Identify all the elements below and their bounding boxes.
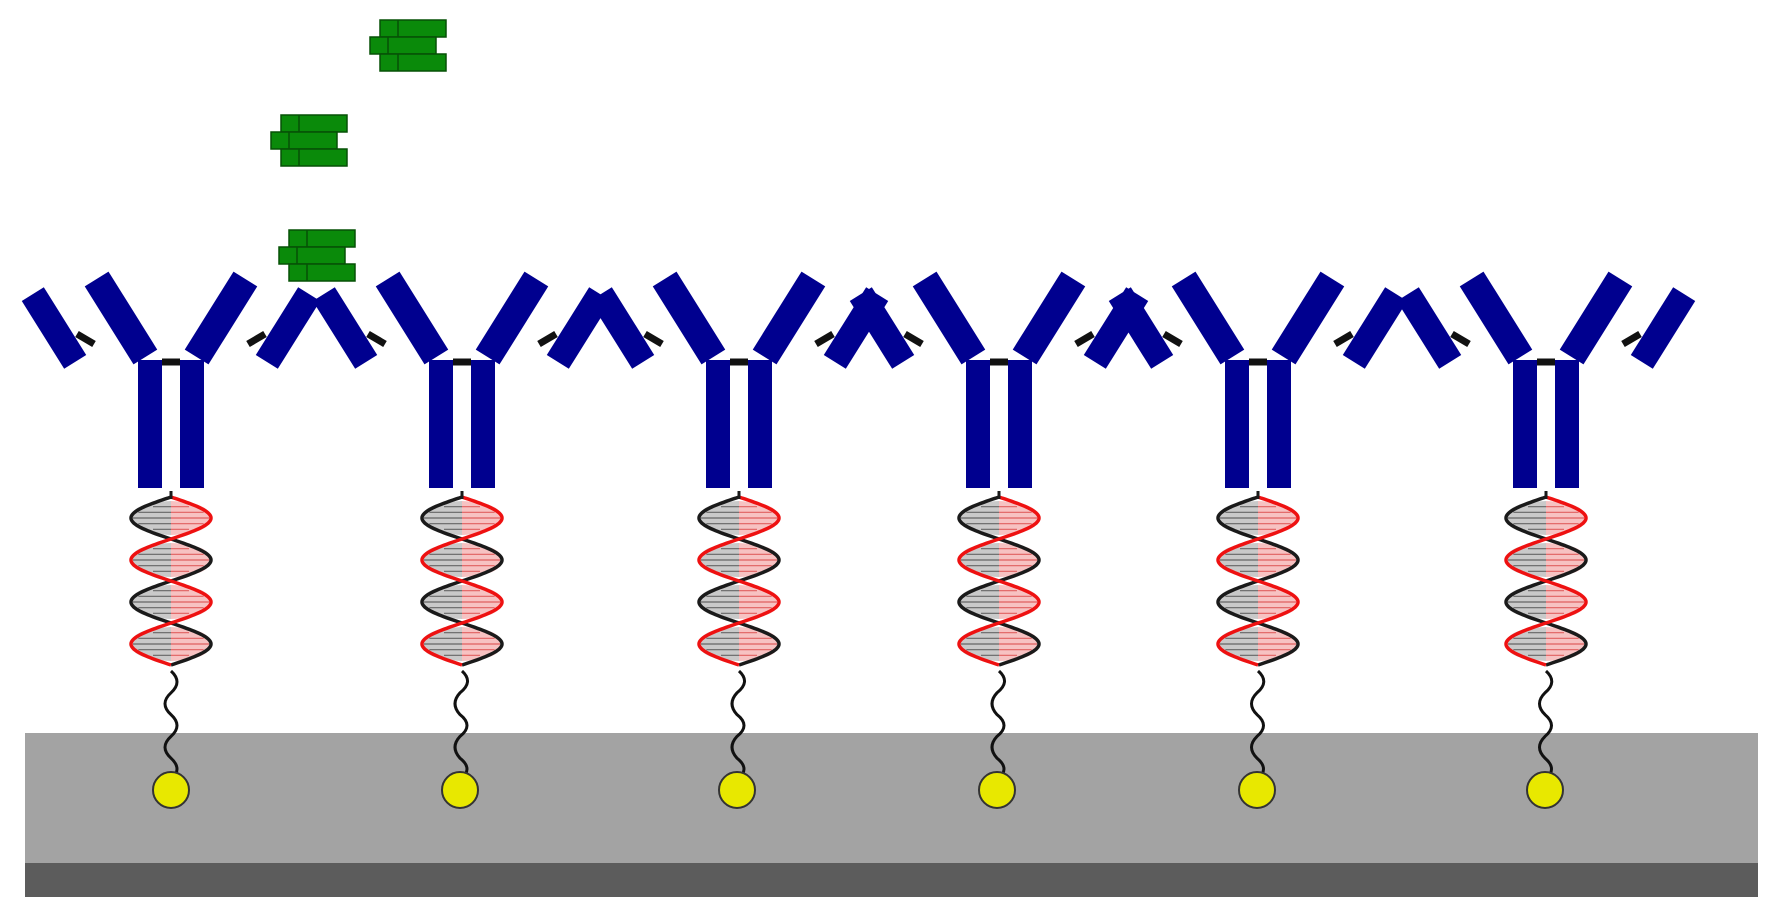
- dna-helix: [420, 491, 504, 667]
- linker: [1250, 669, 1266, 782]
- disulfide-bond: [1162, 330, 1354, 366]
- dna-strand: [129, 495, 213, 667]
- substrate-base: [25, 863, 1758, 897]
- dna-helix: [1216, 491, 1300, 667]
- capture-unit: [21, 271, 321, 809]
- disulfide-bond: [1450, 330, 1642, 366]
- anchor-dot: [1526, 771, 1564, 809]
- anchor-dot: [152, 771, 190, 809]
- antibody: [589, 271, 889, 488]
- capture-unit: [589, 271, 889, 809]
- antibody-arm: [1559, 271, 1633, 365]
- antibody-arm: [752, 271, 826, 365]
- antibody-light-chain: [255, 287, 321, 369]
- antibody-heavy-chain: [748, 360, 772, 488]
- antibody-light-chain: [1396, 287, 1462, 369]
- linker: [163, 669, 179, 782]
- antibody-heavy-chain: [138, 360, 162, 488]
- dna-helix: [697, 491, 781, 667]
- antibody-arm: [84, 271, 158, 365]
- antibody: [312, 271, 612, 488]
- antibody-heavy-chain: [1513, 360, 1537, 488]
- anchor-dot: [978, 771, 1016, 809]
- capture-unit: [1108, 271, 1408, 809]
- antibody-heavy-chain: [471, 360, 495, 488]
- antibody-heavy-chain: [966, 360, 990, 488]
- antibody-heavy-chain: [1555, 360, 1579, 488]
- linker: [730, 669, 746, 782]
- analyte-block: [288, 263, 356, 282]
- antibody-light-chain: [589, 287, 655, 369]
- anchor-dot: [718, 771, 756, 809]
- dna-strand: [697, 495, 781, 667]
- linker: [1538, 669, 1554, 782]
- dna-strand: [1216, 495, 1300, 667]
- disulfide-bond: [643, 330, 835, 366]
- analyte-block: [280, 148, 348, 167]
- antibody-arm: [375, 271, 449, 365]
- antibody-heavy-chain: [706, 360, 730, 488]
- antibody-arm: [475, 271, 549, 365]
- analyte-block: [280, 114, 348, 133]
- antibody-arm: [1271, 271, 1345, 365]
- antibody: [1108, 271, 1408, 488]
- capture-unit: [849, 271, 1149, 809]
- anchor-dot: [1238, 771, 1276, 809]
- analyte-block: [270, 131, 338, 150]
- dna-helix: [129, 491, 213, 667]
- disulfide-bond: [75, 330, 267, 366]
- analyte-block: [288, 229, 356, 248]
- substrate-surface: [25, 733, 1758, 864]
- dna-strand: [957, 495, 1041, 667]
- disulfide-bond: [903, 330, 1095, 366]
- capture-unit: [312, 271, 612, 809]
- antibody-arm: [184, 271, 258, 365]
- linker: [990, 669, 1006, 782]
- linker: [453, 669, 469, 782]
- analyte-block: [379, 53, 447, 72]
- antibody-arm: [1012, 271, 1086, 365]
- antibody-arm: [912, 271, 986, 365]
- antibody-heavy-chain: [1225, 360, 1249, 488]
- antibody: [849, 271, 1149, 488]
- analyte-block: [379, 19, 447, 38]
- analyte: [278, 229, 356, 282]
- substrate: [25, 733, 1758, 897]
- antibody-light-chain: [1108, 287, 1174, 369]
- dna-strand: [420, 495, 504, 667]
- antibody-heavy-chain: [180, 360, 204, 488]
- analyte-block: [369, 36, 437, 55]
- analyte-molecules: [270, 19, 447, 282]
- dna-helix: [957, 491, 1041, 667]
- antibody-light-chain: [1342, 287, 1408, 369]
- analyte: [369, 19, 447, 72]
- capture-units: [21, 271, 1696, 809]
- dna-strand: [1504, 495, 1588, 667]
- anchor-dot: [441, 771, 479, 809]
- antibody-arm: [652, 271, 726, 365]
- analyte: [270, 114, 348, 167]
- antibody: [21, 271, 321, 488]
- antibody-arm: [1459, 271, 1533, 365]
- dna-helix: [1504, 491, 1588, 667]
- antibody-light-chain: [312, 287, 378, 369]
- antibody-heavy-chain: [429, 360, 453, 488]
- disulfide-bond: [366, 330, 558, 366]
- antibody-heavy-chain: [1267, 360, 1291, 488]
- antibody-arm: [1171, 271, 1245, 365]
- antibody-light-chain: [1630, 287, 1696, 369]
- antibody: [1396, 271, 1696, 488]
- analyte-block: [278, 246, 346, 265]
- antibody-light-chain: [21, 287, 87, 369]
- antibody-light-chain: [849, 287, 915, 369]
- capture-unit: [1396, 271, 1696, 809]
- antibody-heavy-chain: [1008, 360, 1032, 488]
